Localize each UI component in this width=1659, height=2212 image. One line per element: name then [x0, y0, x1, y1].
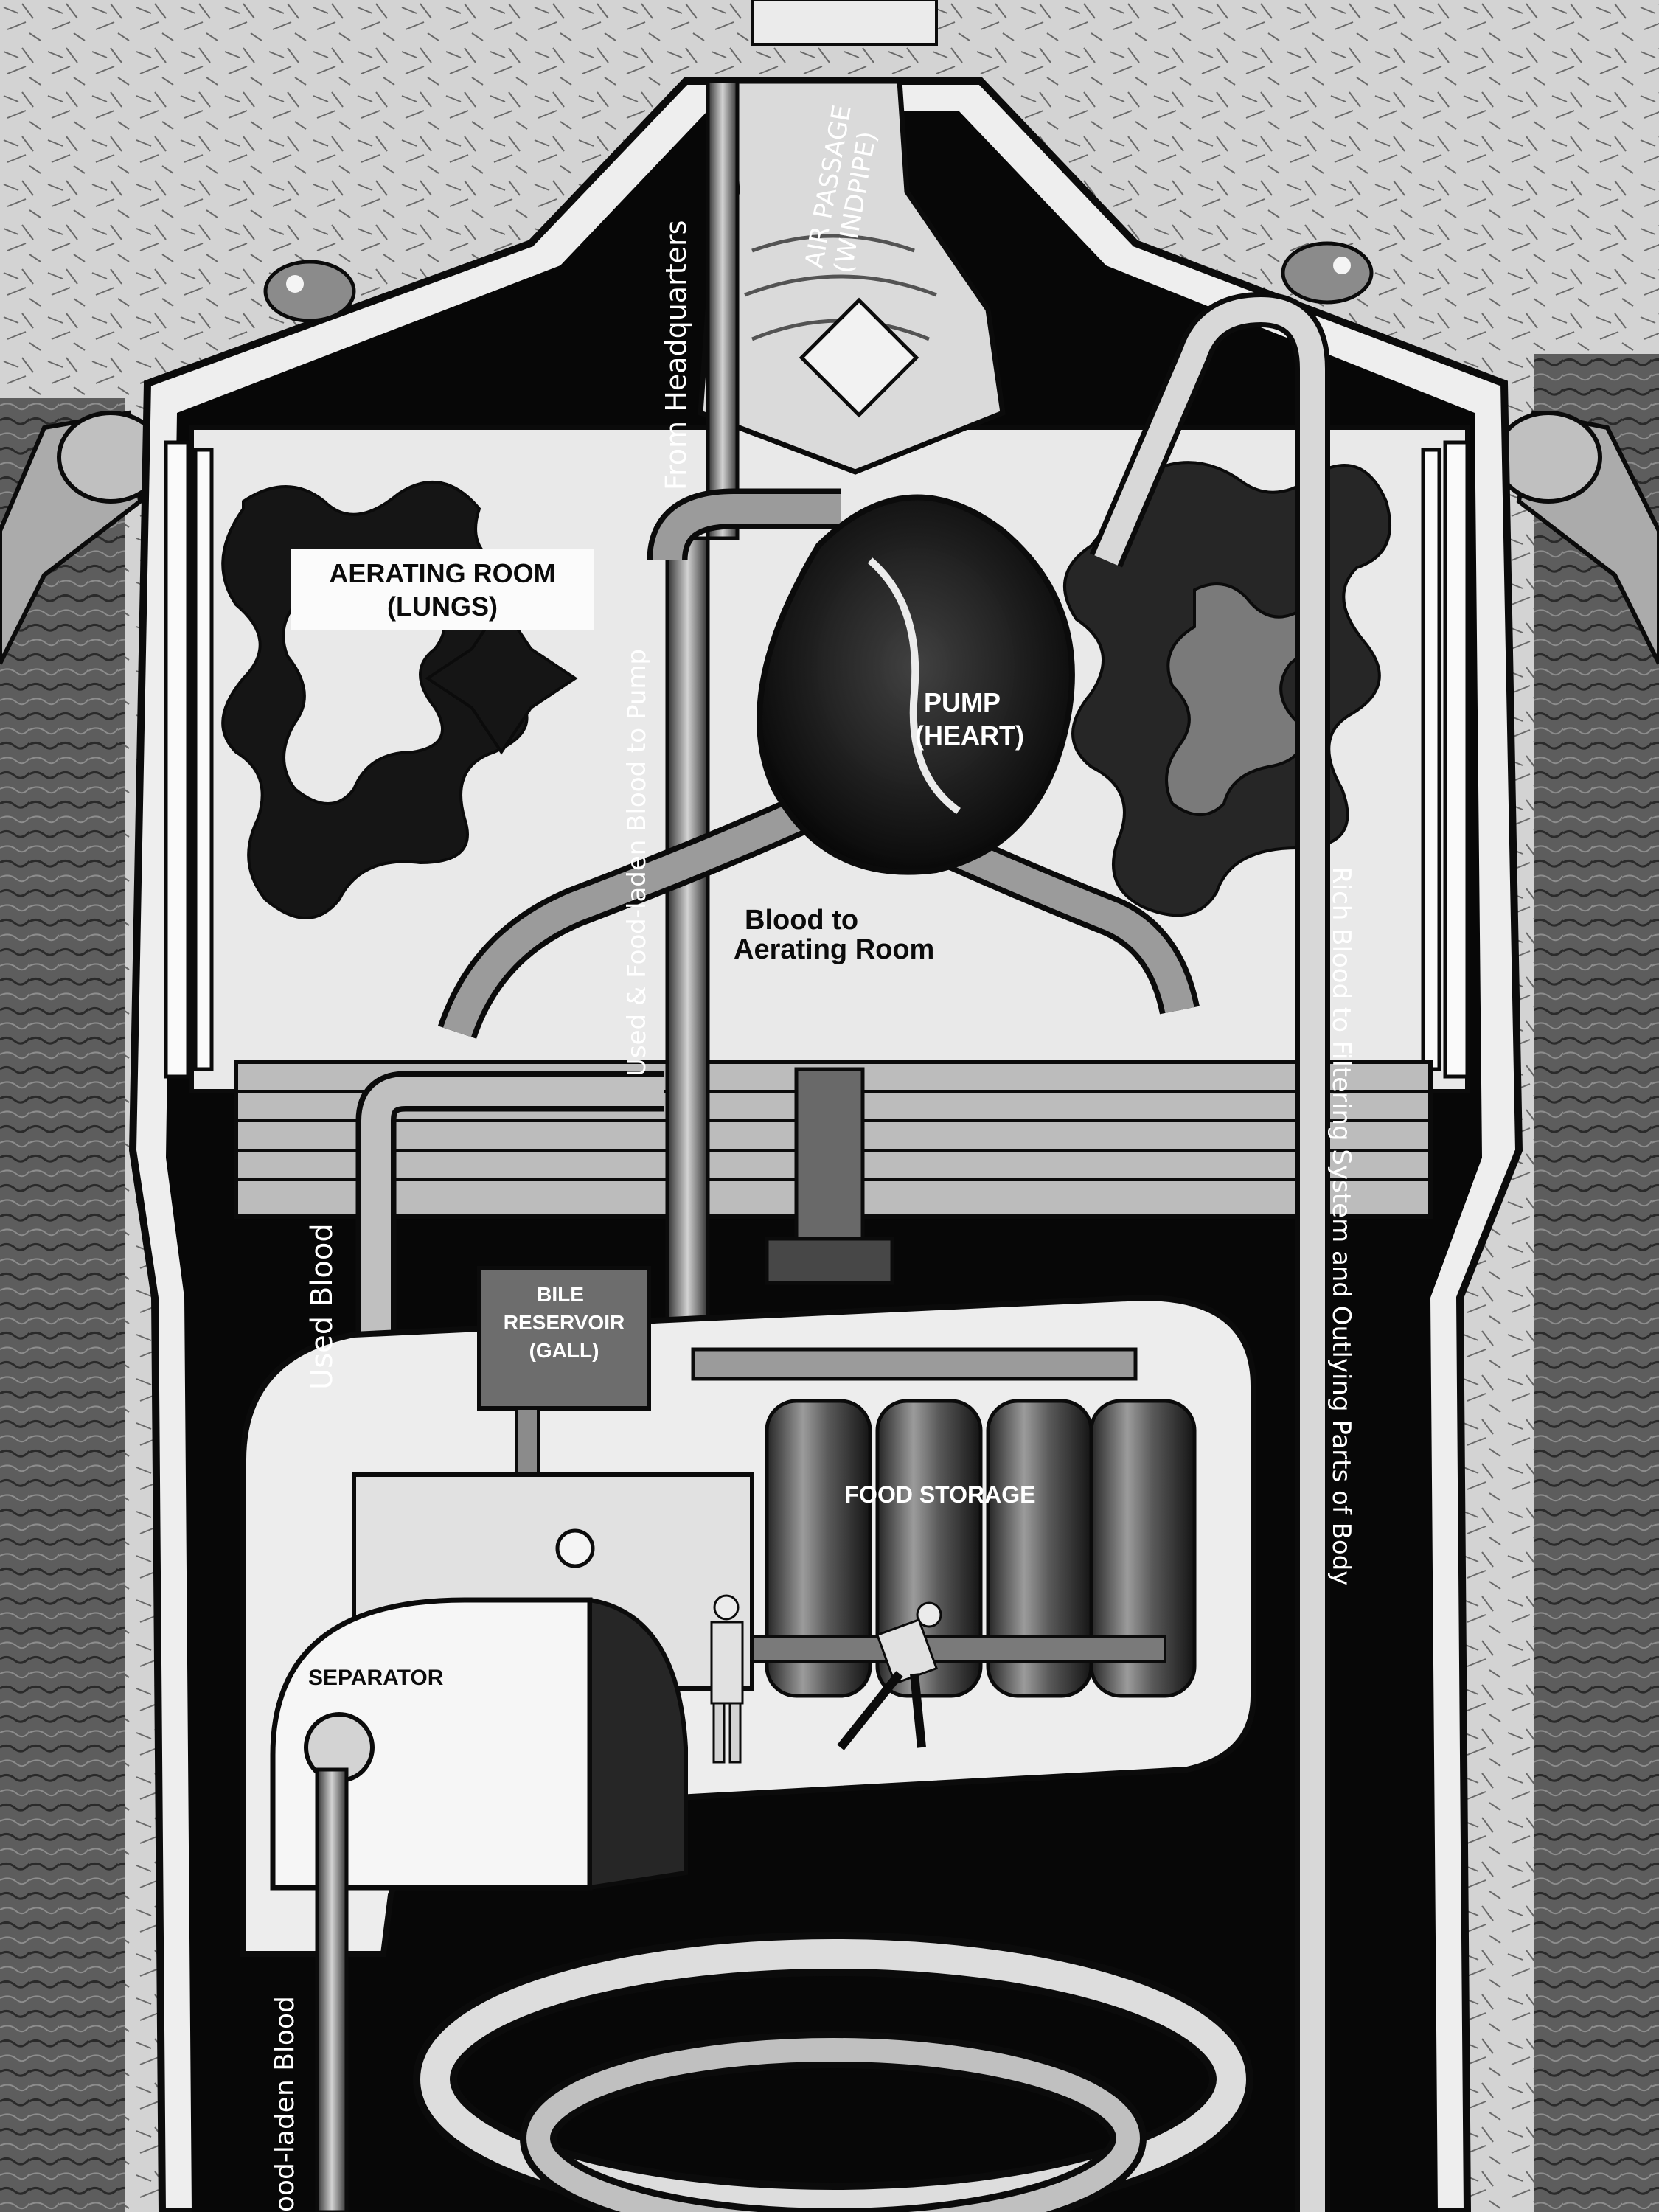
label-pump: PUMP (HEART): [915, 687, 1024, 751]
label-food-storage: FOOD STORAGE: [845, 1481, 1036, 1508]
rib-columns-right: [1421, 440, 1470, 1079]
label-separator: SEPARATOR: [308, 1666, 444, 1690]
food-storage-tanks: [691, 1347, 1197, 1698]
bile-line3: (GALL): [529, 1339, 599, 1362]
pump-line2: (HEART): [915, 720, 1024, 751]
blood-to-line1: Blood to: [745, 905, 858, 936]
label-from-headquarters: From Headquarters: [660, 220, 692, 490]
bile-line2: RESERVOIR: [504, 1311, 625, 1334]
blood-to-line2: Aerating Room: [734, 934, 934, 965]
label-used-food-laden-blood: Used & Food-laden Blood to Pump: [622, 649, 652, 1077]
heart-pump: [757, 494, 1075, 875]
arm-left: [0, 410, 164, 665]
pump-line1: PUMP: [924, 687, 1001, 717]
label-blood-to-aerating-room: Blood to Aerating Room: [734, 905, 934, 965]
rib-columns-left: [164, 440, 214, 1079]
label-aerating-room: AERATING ROOM (LUNGS): [291, 549, 594, 630]
aerating-room-line2: (LUNGS): [387, 591, 498, 622]
bile-reservoir-box: [477, 1266, 651, 1476]
label-bile-reservoir: BILE RESERVOIR (GALL): [504, 1283, 625, 1362]
tree-trunk-left: [0, 398, 125, 2212]
label-used-blood: Used Blood: [305, 1223, 339, 1390]
pipe-used-blood-to-pump: [647, 488, 841, 1462]
neck-box: [751, 0, 938, 46]
worker-turning-valve: [837, 1601, 942, 1750]
bell-left: [263, 260, 356, 323]
bell-right: [1281, 241, 1374, 305]
pipe-rich-blood: [1089, 291, 1330, 2212]
worker-standing: [710, 1594, 744, 1764]
pipe-from-headquarters: [706, 79, 740, 540]
pipe-used-blood: [355, 1071, 664, 1342]
label-rich-blood: Rich Blood to Filtering System and Outly…: [1326, 866, 1356, 1585]
tree-trunk-right: [1534, 354, 1659, 2212]
label-food-laden-blood: ood-laden Blood: [270, 1996, 300, 2212]
separator-machine: [270, 1472, 754, 2212]
bile-line1: BILE: [537, 1283, 584, 1306]
intestine-coil: [413, 1932, 1253, 2212]
aerating-room-line1: AERATING ROOM: [329, 558, 555, 588]
